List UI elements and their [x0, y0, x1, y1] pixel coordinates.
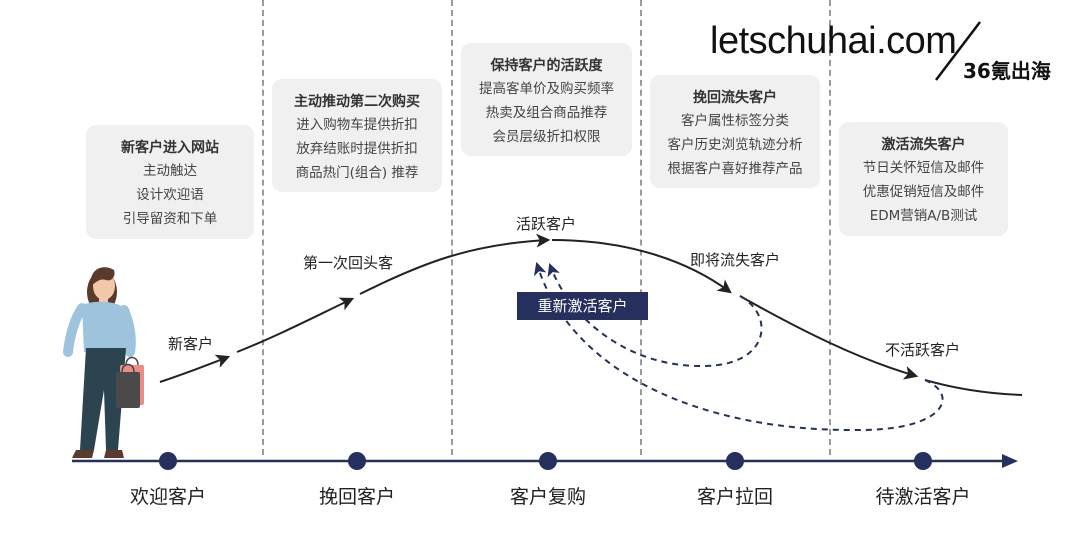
timeline-arrowhead [1002, 454, 1018, 468]
divider-3 [640, 0, 642, 455]
stage-to-activate: 待激活客户 [875, 486, 971, 508]
timeline-dot-4 [726, 452, 744, 470]
customer-figure-illustration [63, 267, 144, 458]
card-line: 热卖及组合商品推荐 [485, 105, 608, 121]
card-line: EDM营销A/B测试 [869, 208, 978, 224]
logo-text: letschuhai.com [710, 20, 957, 62]
card-line: 设计欢迎语 [136, 187, 204, 203]
card-line: 商品热门(组合) 推荐 [295, 165, 419, 181]
timeline-dot-3 [539, 452, 557, 470]
card-winback: 挽回流失客户 客户属性标签分类 客户历史浏览轨迹分析 根据客户喜好推荐产品 [650, 75, 820, 188]
card-title: 保持客户的活跃度 [490, 58, 603, 74]
logo-slash [935, 21, 981, 81]
card-title: 主动推动第二次购买 [294, 94, 420, 110]
card-title: 新客户进入网站 [121, 140, 219, 156]
reactivate-badge: 重新激活客户 [517, 292, 648, 320]
label-at-risk: 即将流失客户 [690, 251, 781, 269]
label-first-return: 第一次回头客 [303, 254, 394, 272]
card-keep-active: 保持客户的活跃度 提高客单价及购买频率 热卖及组合商品推荐 会员层级折扣权限 [461, 43, 632, 156]
card-line: 主动触达 [143, 163, 197, 179]
reactivation-loop-outer [533, 261, 944, 432]
curve-segment-tail [924, 379, 1023, 396]
logo-subtext: 36氪出海 [963, 59, 1051, 83]
card-line: 根据客户喜好推荐产品 [667, 161, 803, 177]
card-line: 引导留资和下单 [122, 211, 218, 227]
card-line: 提高客单价及购买频率 [479, 81, 614, 97]
label-new-customer: 新客户 [168, 335, 214, 353]
divider-1 [262, 0, 264, 455]
stage-pullback: 客户拉回 [696, 486, 774, 508]
curve-segment-growth [236, 297, 355, 353]
card-line: 节日关怀短信及邮件 [862, 160, 985, 176]
card-title: 激活流失客户 [881, 137, 966, 153]
stage-repurchase: 客户复购 [509, 486, 587, 508]
card-line: 进入购物车提供折扣 [296, 117, 418, 133]
curve-segment-new [159, 354, 231, 383]
timeline-dot-1 [159, 452, 177, 470]
curve-segment-rise [359, 233, 551, 295]
label-inactive: 不活跃客户 [885, 341, 961, 359]
timeline-dot-5 [914, 452, 932, 470]
divider-2 [451, 0, 453, 455]
card-line: 客户历史浏览轨迹分析 [667, 137, 803, 153]
card-second-purchase: 主动推动第二次购买 进入购物车提供折扣 放弃结账时提供折扣 商品热门(组合) 推… [272, 79, 442, 192]
card-line: 优惠促销短信及邮件 [862, 184, 985, 200]
card-line: 客户属性标签分类 [681, 113, 789, 129]
label-active-customer: 活跃客户 [516, 215, 577, 233]
card-title: 挽回流失客户 [693, 90, 777, 106]
card-reactivate: 激活流失客户 节日关怀短信及邮件 优惠促销短信及邮件 EDM营销A/B测试 [839, 122, 1008, 236]
timeline-dot-2 [348, 452, 366, 470]
stage-retain: 挽回客户 [318, 486, 396, 508]
divider-4 [829, 0, 831, 455]
curve-segment-drop [739, 295, 919, 380]
curve-segment-decline [551, 239, 732, 294]
card-new-customer: 新客户进入网站 主动触达 设计欢迎语 引导留资和下单 [86, 125, 254, 239]
card-line: 放弃结账时提供折扣 [296, 141, 418, 157]
stage-welcome: 欢迎客户 [129, 486, 207, 508]
reactivation-loop-inner [547, 262, 763, 368]
card-line: 会员层级折扣权限 [492, 129, 601, 145]
